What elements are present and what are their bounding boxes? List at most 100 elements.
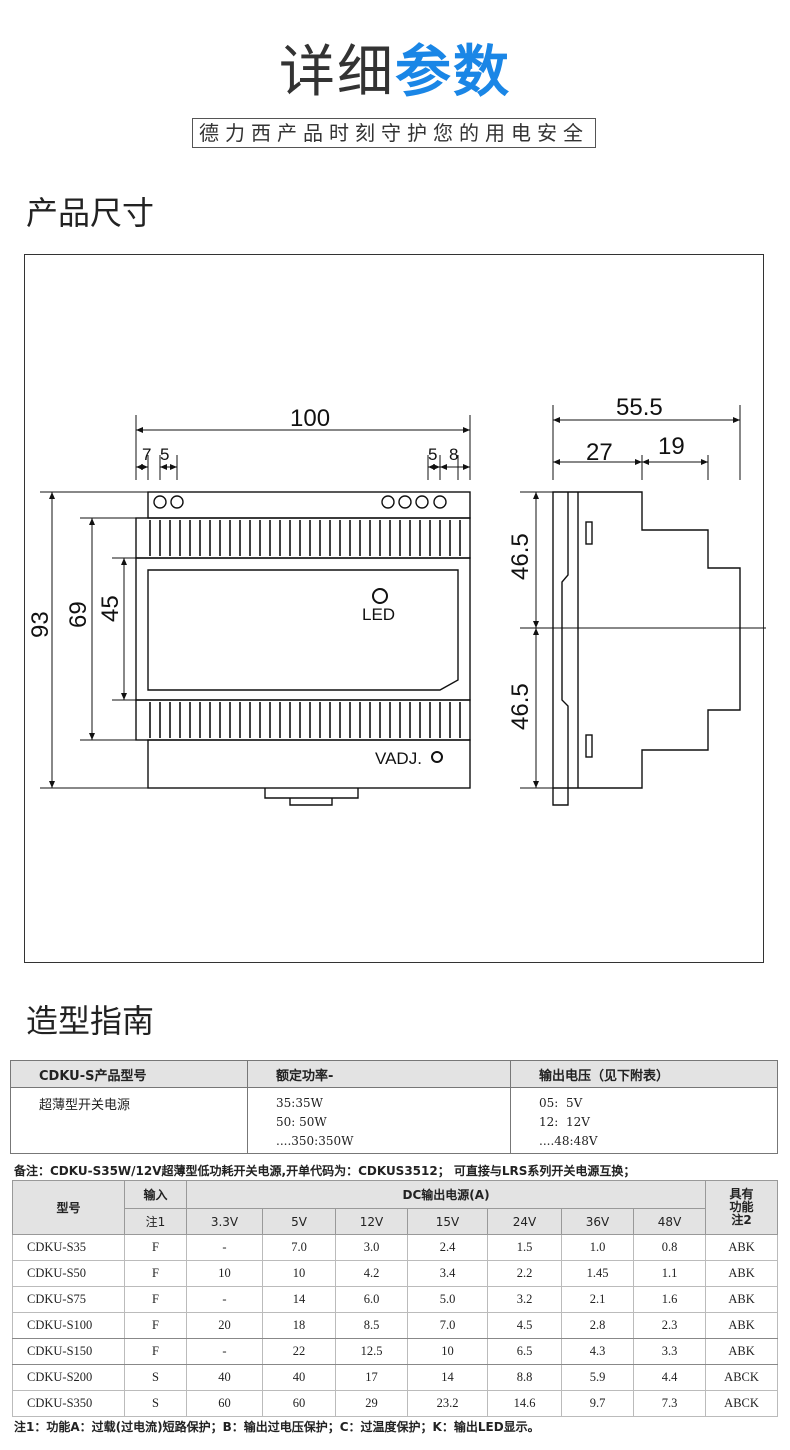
- front-view: [135, 491, 471, 806]
- spec-header-input-note: 注1: [124, 1208, 187, 1235]
- cell-current: 10: [407, 1338, 488, 1365]
- cell-current: 7.0: [262, 1234, 336, 1261]
- cell-current: 9.7: [561, 1390, 634, 1417]
- cell-current: 20: [186, 1312, 263, 1339]
- cell-current: 1.5: [487, 1234, 562, 1261]
- cell-current: 10: [186, 1260, 263, 1287]
- dim-h-top: 46.5: [507, 533, 534, 580]
- side-dimension-lines: [520, 405, 766, 789]
- dim-h-bottom: 46.5: [507, 683, 534, 730]
- side-view: [552, 491, 741, 806]
- model-cell-power: 35:35W 50: 50W ....350:350W: [247, 1087, 511, 1154]
- cell-model: CDKU-S75: [12, 1286, 125, 1313]
- cell-current: -: [186, 1338, 263, 1365]
- dim-width: 100: [290, 405, 330, 432]
- cell-current: 0.8: [632, 1234, 707, 1261]
- section-title-selection: 造型指南: [26, 1002, 155, 1040]
- dim-h1: 93: [27, 611, 54, 638]
- cell-current: 3.2: [487, 1286, 562, 1313]
- voltage-24v: 24V: [487, 1208, 562, 1235]
- cell-current: 14.6: [487, 1390, 562, 1417]
- cell-current: 60: [186, 1390, 263, 1417]
- cell-current: 2.3: [632, 1312, 707, 1339]
- cell-current: -: [186, 1234, 263, 1261]
- cell-model: CDKU-S100: [12, 1312, 125, 1339]
- model-cell-voltage: 05: 5V 12: 12V ....48:48V: [510, 1087, 778, 1154]
- model-header-type: CDKU-S产品型号: [10, 1060, 248, 1088]
- cell-current: 40: [186, 1364, 263, 1391]
- cell-func: ABK: [705, 1234, 778, 1261]
- cell-current: 6.5: [487, 1338, 562, 1365]
- spec-header-input: 输入: [124, 1180, 187, 1209]
- model-header-power: 额定功率-: [247, 1060, 511, 1088]
- cell-current: 7.0: [407, 1312, 488, 1339]
- cell-func: ABK: [705, 1338, 778, 1365]
- cell-current: 14: [262, 1286, 336, 1313]
- cell-func: ABK: [705, 1286, 778, 1313]
- model-table: CDKU-S产品型号 额定功率- 输出电压（见下附表） 超薄型开关电源 35:3…: [10, 1060, 778, 1154]
- dim-d2: 19: [658, 433, 685, 460]
- voltage-5v: 5V: [262, 1208, 336, 1235]
- cell-current: 10: [262, 1260, 336, 1287]
- voltage-12v: 12V: [335, 1208, 408, 1235]
- spec-header-model: 型号: [12, 1180, 125, 1235]
- cell-current: 14: [407, 1364, 488, 1391]
- cell-current: 22: [262, 1338, 336, 1365]
- led-label: LED: [362, 605, 395, 624]
- cell-current: 1.0: [561, 1234, 634, 1261]
- cell-current: 2.2: [487, 1260, 562, 1287]
- page-subtitle: 德力西产品时刻守护您的用电安全: [192, 118, 596, 148]
- cell-current: 29: [335, 1390, 408, 1417]
- cell-current: 5.0: [407, 1286, 488, 1313]
- cell-current: 5.9: [561, 1364, 634, 1391]
- model-table-row: 超薄型开关电源 35:35W 50: 50W ....350:350W 05: …: [10, 1087, 778, 1154]
- cell-current: -: [186, 1286, 263, 1313]
- title-part2: 参数: [395, 40, 511, 105]
- cell-current: 1.45: [561, 1260, 634, 1287]
- vadj-label: VADJ.: [375, 749, 422, 768]
- cell-current: 2.4: [407, 1234, 488, 1261]
- cell-input: F: [124, 1260, 187, 1287]
- cell-current: 8.8: [487, 1364, 562, 1391]
- cell-func: ABCK: [705, 1364, 778, 1391]
- cell-current: 7.3: [632, 1390, 707, 1417]
- cell-input: F: [124, 1234, 187, 1261]
- cell-current: 12.5: [335, 1338, 408, 1365]
- cell-current: 4.5: [487, 1312, 562, 1339]
- cell-input: F: [124, 1286, 187, 1313]
- dim-right-a: 5: [428, 445, 437, 464]
- spec-header-row-1: 型号 输入 DC输出电源(A) 具有功能注2: [12, 1180, 778, 1235]
- cell-func: ABK: [705, 1260, 778, 1287]
- cell-model: CDKU-S35: [12, 1234, 125, 1261]
- model-table-header: CDKU-S产品型号 额定功率- 输出电压（见下附表）: [10, 1060, 778, 1088]
- title-part1: 详细: [279, 40, 395, 105]
- spec-header-output: DC输出电源(A): [185, 1180, 707, 1209]
- front-dimension-lines: [40, 415, 471, 789]
- voltage-48v: 48V: [632, 1208, 707, 1235]
- spec-table: 型号 输入 DC输出电源(A) 具有功能注2 注1 3.3V 5V 12V 15…: [12, 1180, 778, 1417]
- cell-current: 17: [335, 1364, 408, 1391]
- model-header-voltage: 输出电压（见下附表）: [510, 1060, 778, 1088]
- model-cell-type: 超薄型开关电源: [10, 1087, 248, 1154]
- cell-current: 4.4: [632, 1364, 707, 1391]
- cell-current: 2.1: [561, 1286, 634, 1313]
- cell-current: 1.6: [632, 1286, 707, 1313]
- dim-h2: 69: [65, 601, 92, 628]
- cell-current: 3.3: [632, 1338, 707, 1365]
- cell-input: F: [124, 1312, 187, 1339]
- cell-current: 1.1: [632, 1260, 707, 1287]
- dim-left-b: 5: [160, 445, 169, 464]
- cell-func: ABCK: [705, 1390, 778, 1417]
- section-title-dimensions: 产品尺寸: [26, 194, 155, 232]
- cell-current: 23.2: [407, 1390, 488, 1417]
- cell-current: 6.0: [335, 1286, 408, 1313]
- cell-current: 4.3: [561, 1338, 634, 1365]
- note-bottom: 注1：功能A：过载(过电流)短路保护；B：输出过电压保护；C：过温度保护；K：输…: [14, 1420, 540, 1434]
- page-title: 详细参数: [0, 38, 790, 108]
